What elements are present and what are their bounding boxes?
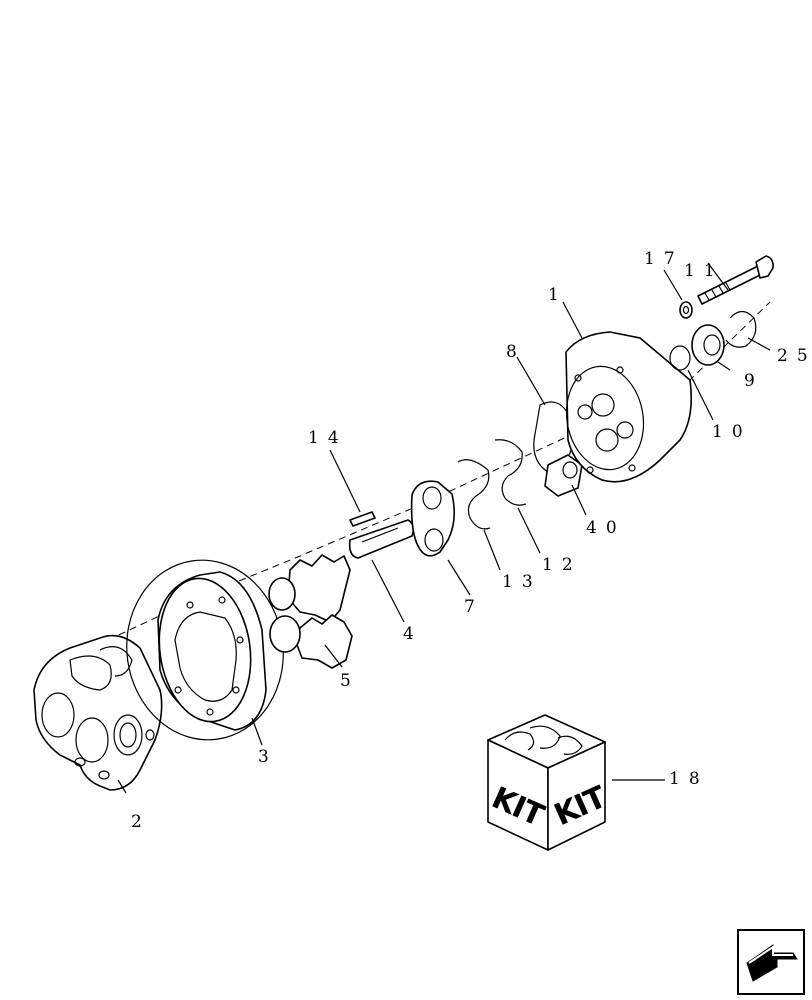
part-9-seal-washer [691, 324, 725, 366]
part-1-front-cover [565, 331, 693, 483]
callout-3: 3 [258, 747, 278, 767]
callout-13: 13 [502, 572, 542, 592]
callout-11: 11 [684, 261, 724, 281]
part-4-drive-shaft [348, 519, 415, 559]
callout-25: 25 [777, 346, 812, 366]
callout-17: 17 [644, 249, 684, 269]
callout-14: 14 [308, 428, 348, 448]
part-2-rear-housing [33, 634, 163, 791]
part-17-washer [679, 301, 693, 319]
leader-lines [117, 262, 771, 794]
part-7-wear-plate [410, 480, 456, 557]
callout-8: 8 [506, 342, 526, 362]
part-5-gears [268, 554, 353, 669]
callout-2: 2 [131, 812, 151, 832]
next-page-arrow-icon[interactable] [737, 929, 805, 995]
callout-1: 1 [548, 285, 568, 305]
part-10-o-ring [669, 345, 691, 371]
callout-5: 5 [340, 671, 360, 691]
callout-7: 7 [464, 597, 484, 617]
part-13-seal [457, 459, 491, 530]
part-14-key [349, 511, 376, 527]
part-40-bushing [544, 454, 583, 497]
part-3-gear-body [126, 559, 284, 741]
callout-12: 12 [542, 555, 582, 575]
callout-9: 9 [744, 371, 764, 391]
callout-labels: 1 2 3 4 5 7 8 9 10 11 12 13 14 17 18 25 … [131, 249, 812, 832]
callout-18: 18 [669, 769, 709, 789]
part-25-snap-ring [725, 310, 757, 348]
kit-box: KIT KIT [486, 714, 612, 851]
callout-40: 40 [586, 518, 626, 538]
part-11-bolt [697, 255, 774, 305]
part-12-backup-ring [494, 439, 527, 506]
callout-10: 10 [712, 422, 752, 442]
callout-4: 4 [403, 624, 423, 644]
